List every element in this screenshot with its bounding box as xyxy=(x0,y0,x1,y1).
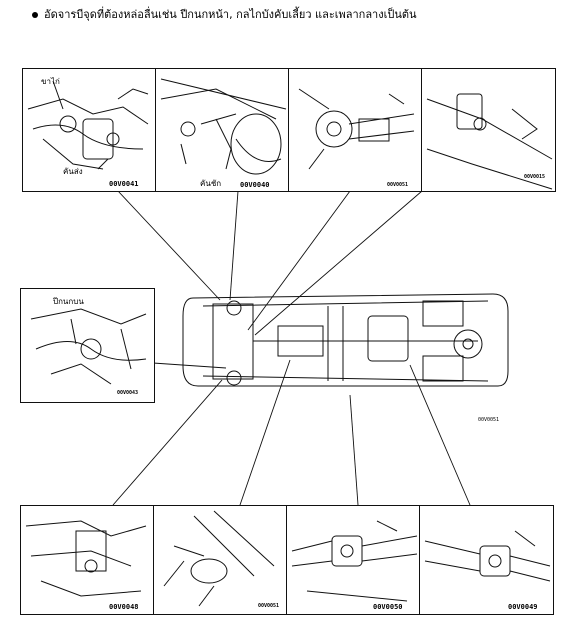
propeller-shaft-joint-illustration xyxy=(298,88,415,170)
detail-panel-top4: 00V0015 xyxy=(421,68,556,192)
universal-joint-illustration xyxy=(291,520,418,602)
leader-line-top4 xyxy=(254,190,423,336)
figure-code: 00V0049 xyxy=(508,603,538,611)
instruction-label: อัดจารบีจุดที่ต้องหล่อลื่นเช่น ปีกนกหน้า… xyxy=(44,8,417,21)
ball-joint-illustration xyxy=(27,80,149,170)
vehicle-underbody-illustration xyxy=(182,293,509,387)
label-tie-rod: คันชัก xyxy=(200,179,222,188)
leader-line-bottom4 xyxy=(409,364,471,506)
figure-code: 00V0015 xyxy=(524,174,546,180)
figure-code: 00V0048 xyxy=(109,603,139,611)
steering-linkage-illustration xyxy=(25,520,147,597)
leader-line-top2 xyxy=(229,190,239,301)
leader-line-top3 xyxy=(247,190,351,331)
figure-code: 00V0043 xyxy=(117,390,139,396)
leader-line-bottom2 xyxy=(239,359,291,506)
bullet-icon xyxy=(32,12,38,18)
leader-line-left xyxy=(152,362,227,369)
rear-joint-illustration xyxy=(424,530,551,582)
detail-panel-bottom1: 00V0048 xyxy=(20,505,155,615)
figure-code: 00V0051 xyxy=(387,182,409,188)
detail-panel-top1: ขาไก่ คันส่ง 00V0041 xyxy=(22,68,157,192)
figure-code: 00V0051 xyxy=(258,603,280,609)
detail-panel-bottom2: 00V0051 xyxy=(153,505,288,615)
label-upper-arm: ปีกนกบน xyxy=(53,297,84,306)
center-bearing-illustration xyxy=(426,93,553,190)
instruction-text: อัดจารบีจุดที่ต้องหล่อลื่นเช่น ปีกนกหน้า… xyxy=(32,5,417,23)
leader-line-top1 xyxy=(117,190,221,301)
figure-code: 00V0050 xyxy=(373,603,403,611)
tie-rod-illustration xyxy=(160,78,287,175)
leader-line-bottom3 xyxy=(349,394,359,506)
figure-code: 00V0040 xyxy=(240,181,270,189)
label-idler-arm: ขาไก่ xyxy=(41,77,60,86)
detail-panel-bottom4: 00V0049 xyxy=(419,505,554,615)
shaft-yoke-illustration xyxy=(163,510,275,607)
upper-arm-illustration xyxy=(30,308,147,385)
figure-code: 00V0041 xyxy=(109,180,139,188)
detail-panel-bottom3: 00V0050 xyxy=(286,505,421,615)
detail-panel-left: ปีกนกบน 00V0043 xyxy=(20,288,155,403)
detail-panel-top2: คันชัก 00V0040 xyxy=(155,68,290,192)
figure-code: 00V0051 xyxy=(478,417,500,423)
detail-panel-top3: 00V0051 xyxy=(288,68,423,192)
label-relay-rod: คันส่ง xyxy=(63,167,83,176)
leader-line-bottom1 xyxy=(112,379,223,506)
